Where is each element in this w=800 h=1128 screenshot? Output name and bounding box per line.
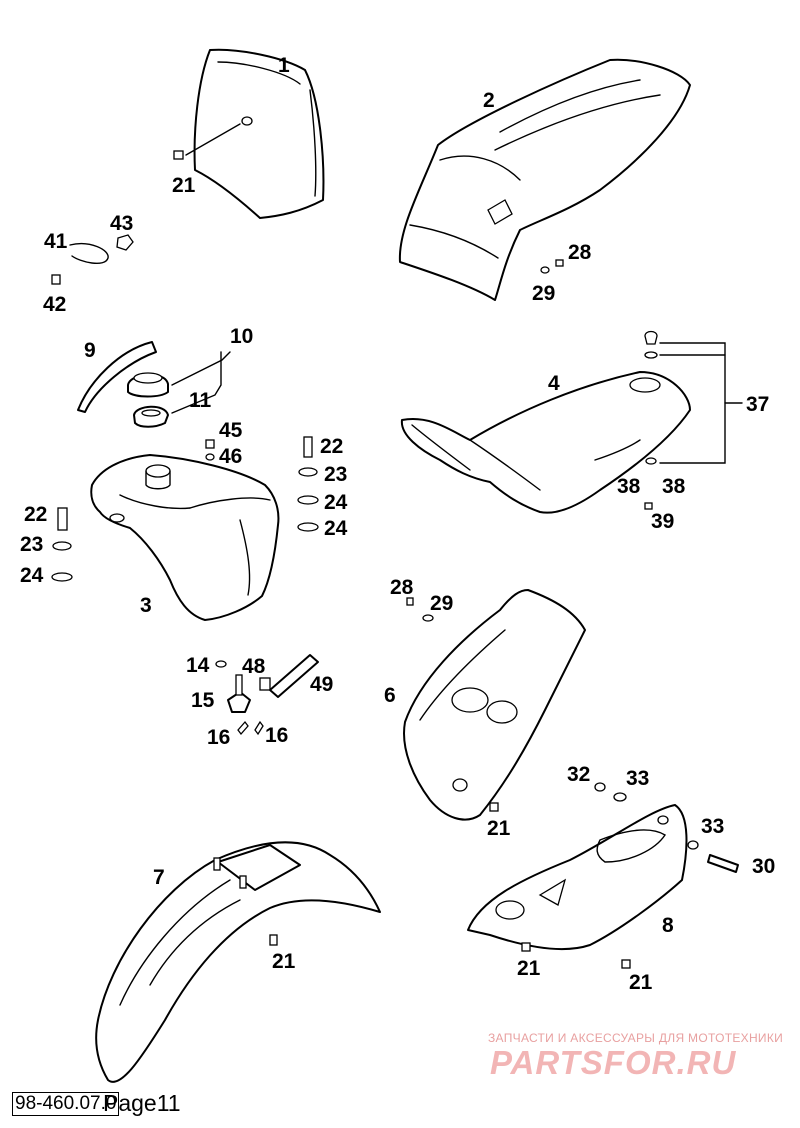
page-number: Page11: [103, 1090, 181, 1116]
part-6-side-cover: [403, 589, 586, 821]
callout-24: 24: [324, 491, 348, 514]
callout-33b: 33: [701, 815, 724, 838]
callout-41: 41: [44, 230, 68, 253]
callout-1: 1: [278, 54, 290, 77]
callout-labels: 1 2 21 43 41 28 29 42 10 9 4 37 11 45 22…: [20, 54, 775, 994]
callout-21b: 21: [487, 817, 511, 840]
callout-23b: 23: [20, 533, 43, 556]
callout-4: 4: [548, 372, 560, 395]
callout-21: 21: [172, 174, 196, 197]
callout-22: 22: [320, 435, 343, 458]
callout-3: 3: [140, 594, 152, 617]
callout-38b: 38: [662, 475, 686, 498]
callout-10: 10: [230, 325, 253, 348]
callout-46: 46: [219, 445, 242, 468]
callout-23: 23: [324, 463, 347, 486]
document-code: 98-460.07.0: [12, 1092, 120, 1116]
fuel-cap-9-10-11: [77, 341, 231, 428]
callout-48: 48: [242, 655, 266, 678]
callout-6: 6: [384, 684, 396, 707]
callout-21c: 21: [272, 950, 296, 973]
part-4-seat: [400, 330, 743, 514]
callout-2: 2: [483, 89, 495, 112]
watermark-tagline: ЗАПЧАСТИ И АКСЕССУАРЫ ДЛЯ МОТОТЕХНИКИ: [488, 1031, 784, 1045]
callout-14: 14: [186, 654, 210, 677]
fasteners-left-22-23-24: [51, 507, 73, 582]
watermark-logo: PARTSFOR.RU: [490, 1044, 737, 1081]
callout-22b: 22: [24, 503, 47, 526]
callout-21d: 21: [517, 957, 541, 980]
callout-24c: 24: [20, 564, 44, 587]
callout-49: 49: [310, 673, 333, 696]
part-1-number-plate: [173, 48, 325, 219]
callout-16: 16: [207, 726, 230, 749]
callout-33: 33: [626, 767, 649, 790]
callout-7: 7: [153, 866, 165, 889]
fuel-tap-14-15-16-48-49: [215, 654, 319, 736]
cable-strap-41-42-43: [51, 234, 134, 285]
callout-28: 28: [568, 241, 592, 264]
callout-8: 8: [662, 914, 674, 937]
part-8-side-panel: [467, 782, 739, 969]
callout-43: 43: [110, 212, 133, 235]
callout-16b: 16: [265, 724, 288, 747]
callout-42: 42: [43, 293, 66, 316]
callout-9: 9: [84, 339, 96, 362]
callout-29b: 29: [430, 592, 453, 615]
callout-37: 37: [746, 393, 769, 416]
callout-39: 39: [651, 510, 674, 533]
part-2-rear-fender: [398, 58, 691, 301]
callout-30: 30: [752, 855, 775, 878]
callout-24b: 24: [324, 517, 348, 540]
callout-28b: 28: [390, 576, 414, 599]
callout-29: 29: [532, 282, 555, 305]
callout-11: 11: [189, 389, 212, 412]
part-7-front-fender: [95, 841, 381, 1083]
callout-45: 45: [219, 419, 243, 442]
fasteners-right-22-23-24: [297, 436, 319, 532]
callout-32: 32: [567, 763, 590, 786]
part-3-fuel-tank: [90, 439, 280, 621]
callout-15: 15: [191, 689, 215, 712]
callout-38: 38: [617, 475, 641, 498]
callout-21e: 21: [629, 971, 653, 994]
